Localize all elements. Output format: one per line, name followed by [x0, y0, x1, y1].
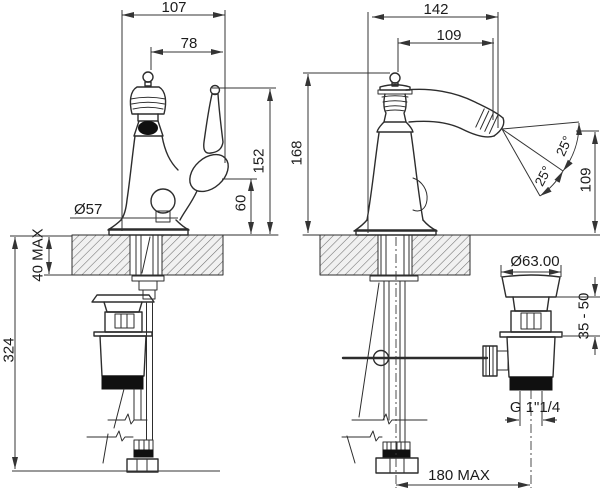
front-spout-skirt: [133, 120, 164, 137]
dim-waste-height-range: 35 - 50: [575, 293, 592, 340]
side-spout: [405, 88, 505, 138]
front-handle-lever: [203, 93, 224, 154]
side-view-underdeck: [341, 234, 563, 474]
spray-cone: [501, 121, 583, 197]
front-handle-ball: [209, 84, 221, 96]
waste-seal-band-side: [509, 376, 553, 391]
dim-deck-thickness: 40 MAX: [29, 228, 46, 281]
dim-side-spout-height: 109: [577, 167, 594, 192]
deck-hatch-side-left: [320, 235, 378, 275]
dim-front-base-diameter: Ø57: [74, 201, 102, 218]
dim-spray-angle-lower: 25°: [532, 164, 555, 189]
waste-seal-band-front: [101, 375, 144, 390]
dim-max-drain-offset: 180 MAX: [428, 467, 490, 484]
front-finial-ball: [142, 71, 154, 83]
linkage-ball-joint: [372, 349, 390, 367]
dim-side-overall-depth: 142: [423, 1, 448, 18]
side-body: [366, 132, 424, 221]
dim-front-body-height: 152: [250, 148, 267, 173]
front-spout-outlet: [138, 121, 158, 135]
side-base: [353, 219, 438, 232]
dim-below-deck-length: 324: [0, 337, 17, 362]
deck-hatch-front-right: [162, 235, 223, 275]
front-view-underdeck: [86, 234, 165, 473]
side-handle-knob: [412, 177, 428, 212]
break-line: [351, 413, 428, 425]
front-view-mixer: [107, 71, 229, 236]
dim-side-spout-reach: 109: [436, 27, 461, 44]
side-cartridge-ribs: [381, 95, 409, 112]
supply-hose-front: [126, 439, 159, 473]
deck-hatch-side-right: [412, 235, 470, 275]
break-line: [107, 413, 148, 425]
front-joint-sphere: [150, 188, 176, 214]
side-view-mixer: [353, 72, 583, 236]
dim-side-body-height: 168: [288, 140, 305, 165]
dim-spray-angle-upper: 25°: [553, 134, 575, 159]
side-finial-ball: [389, 72, 401, 84]
front-valve-housing: [189, 153, 229, 193]
break-line: [86, 430, 134, 442]
break-line: [341, 430, 383, 442]
front-base: [107, 219, 190, 231]
deck-hatch-front-left: [72, 235, 130, 275]
dim-waste-diameter: Ø63.00: [510, 253, 559, 270]
front-cartridge-cap: [129, 86, 167, 115]
supply-hoses-side: [375, 441, 419, 474]
front-body: [120, 135, 136, 221]
dim-front-spout-offset: 78: [181, 35, 198, 52]
dim-waste-thread: G 1"1/4: [510, 399, 560, 416]
popup-waste-side: [482, 274, 563, 391]
dim-front-overall-width: 107: [161, 0, 186, 16]
dim-front-outlet-height: 60: [232, 195, 249, 212]
popup-waste-front: [91, 294, 155, 464]
